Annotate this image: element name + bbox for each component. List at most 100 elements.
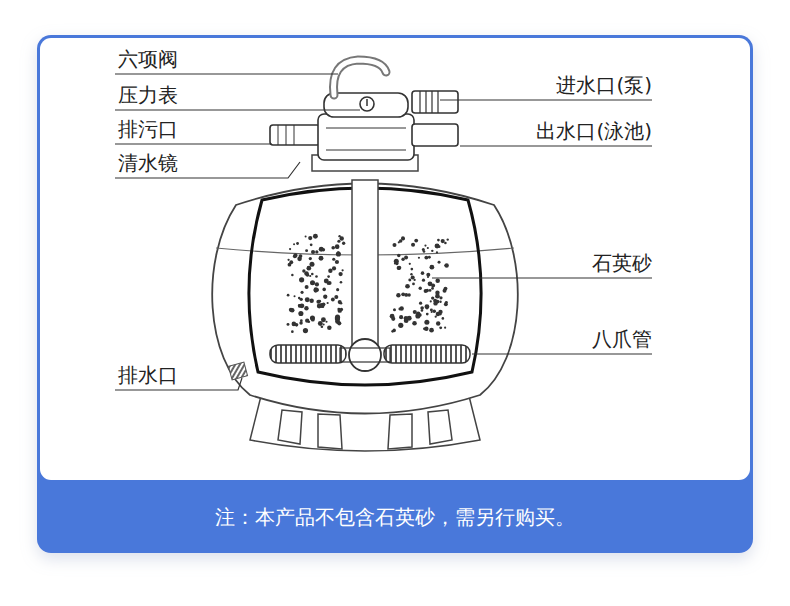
lateral-hub (349, 339, 381, 371)
sand-grain (443, 289, 446, 292)
sand-grain (291, 330, 294, 333)
sand-grain (435, 244, 440, 249)
sand-grain (392, 329, 396, 333)
sand-grain (444, 327, 446, 329)
sand-grain (429, 265, 434, 270)
sand-grain (342, 242, 345, 245)
sand-grain (418, 257, 420, 259)
sand-grain (307, 266, 312, 271)
sand-grain (309, 262, 314, 267)
sand-grain (318, 321, 323, 326)
sand-grain (300, 319, 303, 322)
sand-grain (395, 262, 398, 265)
sand-grain (424, 320, 429, 325)
sand-grain (391, 317, 395, 321)
sand-grain (424, 256, 428, 260)
sand-grain (430, 300, 432, 302)
lateral-hub (340, 348, 390, 362)
sand-grain (421, 309, 424, 312)
sand-grain (398, 323, 403, 328)
sand-grain (397, 254, 400, 257)
sand-grain (289, 248, 291, 250)
sand-grain (439, 326, 442, 329)
sand-grain (423, 327, 426, 330)
sand-grain (441, 239, 445, 243)
sand-grain (431, 296, 434, 299)
sand-grain (401, 236, 405, 240)
sand-grain (311, 273, 314, 276)
card-frame (37, 35, 753, 553)
sand-grain (419, 286, 422, 289)
sand-grain (327, 275, 330, 278)
sand-grain (431, 250, 433, 252)
sand-grain (436, 321, 440, 325)
sand-grain (340, 302, 343, 305)
sand-grain (401, 258, 404, 261)
sand-grain (338, 272, 342, 276)
sand-grain (439, 296, 442, 299)
sand-grain (341, 269, 343, 271)
sand-grain (300, 298, 303, 301)
sand-grain (288, 263, 292, 267)
sand-grain (412, 283, 415, 286)
sand-grain (447, 238, 449, 240)
center-pipe (352, 180, 378, 345)
sand-grain (405, 284, 410, 289)
sand-grain (392, 243, 396, 247)
sand-grain (332, 258, 335, 261)
sand-grain (318, 300, 321, 303)
sand-grain (409, 263, 411, 265)
sand-grain (309, 257, 312, 260)
sand-grain (308, 236, 312, 240)
part-label: 八爪管 (592, 327, 652, 351)
sand-grain (396, 293, 400, 297)
sand-grain (305, 285, 309, 289)
part-label: 清水镜 (118, 151, 178, 175)
sand-grain (435, 316, 437, 318)
sand-grain (424, 245, 426, 247)
sand-grain (401, 292, 405, 296)
sand-grain (287, 294, 290, 297)
sand-grain (340, 281, 343, 284)
sand-grain (407, 316, 412, 321)
sand-grain (431, 287, 434, 290)
lateral-pipe (384, 345, 470, 363)
sand-grain (439, 301, 441, 303)
part-label: 排污口 (118, 117, 178, 141)
sand-grain (431, 311, 433, 313)
sand-grain (321, 325, 324, 328)
sand-grain (322, 288, 326, 292)
sand-grain (305, 249, 308, 252)
sand-grain (442, 317, 445, 320)
sand-grain (298, 311, 303, 316)
sand-grain (336, 252, 341, 257)
sand-grain (411, 243, 415, 247)
sand-grain (444, 242, 447, 245)
sand-grain (427, 247, 429, 249)
sand-grain (335, 244, 340, 249)
sand-grain (290, 308, 295, 313)
sand-grain (435, 294, 440, 299)
sand-grain (297, 257, 302, 262)
sand-grain (327, 325, 332, 330)
sand-grain (421, 271, 425, 275)
sand-grain (438, 261, 441, 264)
sand-grain (338, 300, 342, 304)
sand-grain (321, 317, 326, 322)
sand-grain (311, 250, 315, 254)
sand-grain (294, 295, 296, 297)
sand-grain (399, 315, 403, 319)
sand-grain (337, 240, 340, 243)
sand-grain (325, 321, 327, 323)
sand-grain (337, 251, 340, 254)
sand-grain (328, 269, 332, 273)
sand-grain (306, 273, 310, 277)
sand-grain (292, 322, 297, 327)
sand-grain (428, 256, 431, 259)
sand-grain (423, 250, 426, 253)
sand-grain (410, 273, 412, 275)
sand-grain (327, 281, 331, 285)
sand-grain (419, 302, 422, 305)
part-label: 六项阀 (118, 47, 178, 71)
